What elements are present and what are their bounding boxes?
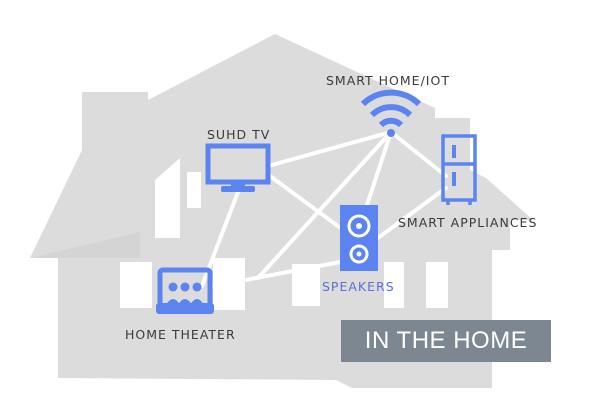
connector-iot-appliances bbox=[389, 130, 448, 178]
label-speakers: SPEAKERS bbox=[322, 279, 395, 294]
label-home-theater: HOME THEATER bbox=[125, 327, 236, 342]
wifi-icon bbox=[360, 89, 422, 137]
window bbox=[384, 262, 404, 308]
connector-tv-speakers bbox=[268, 174, 348, 234]
window bbox=[187, 172, 201, 208]
connector-lines bbox=[200, 130, 448, 288]
window bbox=[155, 158, 180, 238]
window bbox=[120, 262, 152, 308]
connector-theater-speakers bbox=[212, 260, 342, 288]
connector-iot-tv bbox=[266, 130, 393, 168]
connector-iot-theater bbox=[256, 130, 393, 280]
house-body bbox=[30, 34, 533, 388]
speaker-icon bbox=[340, 205, 378, 271]
window bbox=[426, 262, 448, 308]
in-the-home-banner: IN THE HOME bbox=[341, 320, 551, 362]
connector-iot-speakers bbox=[364, 130, 393, 210]
label-smart-home-iot: SMART HOME/IOT bbox=[326, 73, 450, 88]
house-left-wing-roof bbox=[30, 232, 140, 258]
home-theater-icon bbox=[156, 267, 214, 314]
tv-icon bbox=[205, 143, 271, 192]
house-silhouette bbox=[30, 34, 533, 388]
label-suhd-tv: SUHD TV bbox=[207, 127, 271, 142]
label-smart-appliances: SMART APPLIANCES bbox=[398, 215, 538, 230]
banner-text: IN THE HOME bbox=[364, 327, 528, 354]
refrigerator-icon bbox=[441, 134, 477, 205]
connector-speakers-appliances bbox=[376, 186, 448, 240]
